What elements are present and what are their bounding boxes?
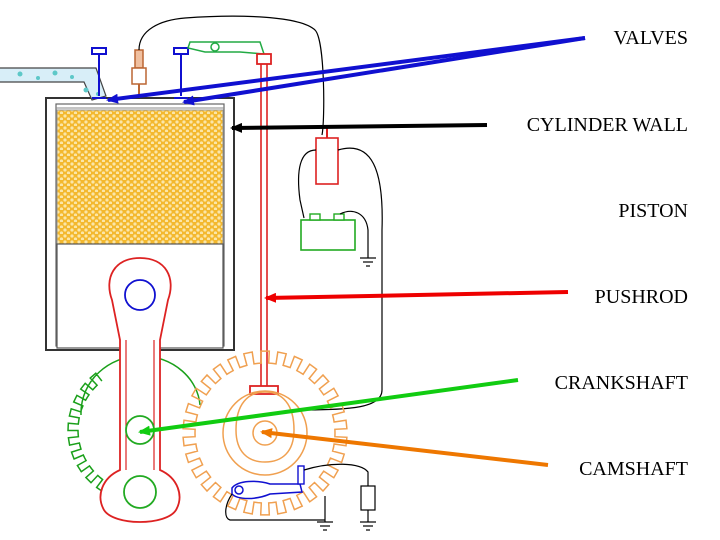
crankpin	[123, 475, 157, 509]
cylinder-wall-arrow	[230, 122, 488, 133]
camshaft-gear-teeth	[182, 350, 348, 516]
label-camshaft: CAMSHAFT	[579, 458, 688, 480]
ground-icon	[360, 521, 376, 531]
arrows	[106, 36, 586, 467]
contact-points	[225, 463, 369, 522]
ignition-coil-icon	[277, 128, 383, 413]
condenser	[360, 485, 376, 522]
intake-valve-icon	[91, 47, 107, 99]
crankshaft-arrow	[138, 378, 519, 436]
wrist-pin	[124, 279, 156, 311]
pushrod-arrow	[264, 290, 569, 303]
valves-arrow-exhaust	[182, 36, 586, 106]
ground-icon	[317, 521, 333, 531]
pushrod	[249, 53, 279, 395]
battery-icon	[300, 210, 369, 258]
rocker-arm	[187, 41, 266, 55]
piston-crown	[56, 109, 224, 245]
camshaft-arrow	[260, 428, 549, 467]
label-valves: VALVES	[614, 27, 688, 49]
label-crankshaft: CRANKSHAFT	[555, 372, 688, 394]
label-piston: PISTON	[618, 200, 688, 222]
spark-plug-icon	[131, 49, 147, 98]
valve-train-top	[91, 15, 325, 136]
camshaft-gear	[182, 350, 348, 516]
ground-icon	[360, 257, 376, 267]
label-cylinder-wall: CYLINDER WALL	[527, 114, 688, 136]
label-pushrod: PUSHROD	[595, 286, 688, 308]
intake-manifold	[0, 67, 107, 101]
spark-plug-wire	[138, 15, 325, 136]
valves-arrow-intake	[106, 36, 586, 104]
connecting-rod	[99, 257, 181, 523]
